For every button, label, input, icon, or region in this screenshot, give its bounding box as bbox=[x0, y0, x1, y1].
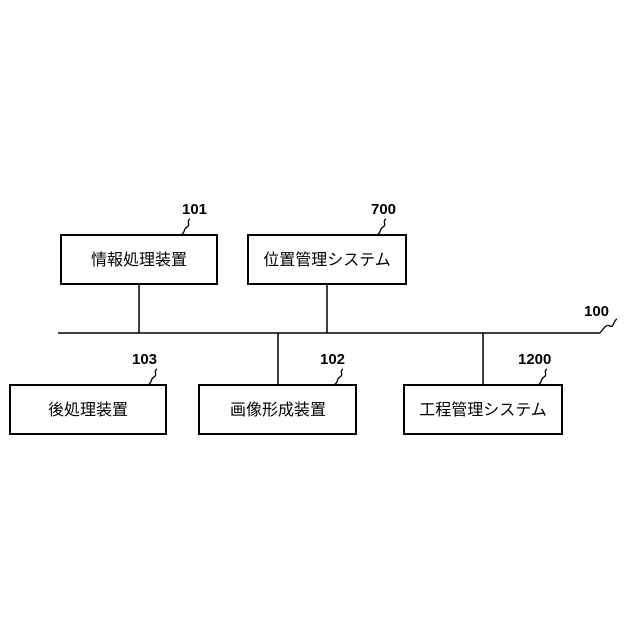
node-ref-number: 1200 bbox=[518, 351, 551, 368]
node-label: 位置管理システム bbox=[263, 250, 391, 269]
node-ref-number: 101 bbox=[182, 201, 207, 218]
ref-leader bbox=[538, 369, 547, 385]
network-ref-leader bbox=[600, 319, 617, 333]
node-ref-number: 102 bbox=[320, 351, 345, 368]
node-post-processing: 後処理装置 103 bbox=[10, 351, 166, 434]
node-position-management: 位置管理システム 700 bbox=[248, 201, 406, 284]
ref-leader bbox=[377, 219, 386, 235]
ref-leader bbox=[148, 369, 157, 385]
ref-leader bbox=[181, 219, 190, 235]
node-info-processing: 情報処理装置 101 bbox=[61, 201, 217, 284]
node-label: 情報処理装置 bbox=[91, 250, 187, 269]
node-label: 後処理装置 bbox=[48, 400, 128, 419]
network-ref-number: 100 bbox=[584, 303, 609, 320]
ref-leader bbox=[334, 369, 343, 385]
node-label: 工程管理システム bbox=[419, 400, 547, 419]
node-label: 画像形成装置 bbox=[230, 400, 326, 419]
node-ref-number: 103 bbox=[132, 351, 157, 368]
node-ref-number: 700 bbox=[371, 201, 396, 218]
